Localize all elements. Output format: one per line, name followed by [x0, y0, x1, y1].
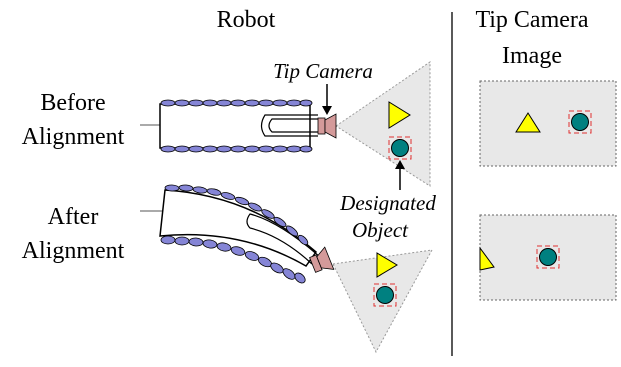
- after-label-line2: Alignment: [22, 238, 125, 264]
- after-fov-target-box: [373, 283, 397, 307]
- after-image-target-box: [536, 245, 560, 269]
- before-inner-fold-2: [268, 118, 318, 133]
- tip-camera-header-line2: Image: [502, 43, 562, 69]
- after-inner-fold: [246, 213, 321, 265]
- designated-label-line1: Designated: [339, 191, 436, 215]
- after-bellows-top: [164, 184, 309, 246]
- before-label-line2: Alignment: [22, 124, 125, 150]
- after-image-circle: [539, 248, 557, 266]
- before-camera-image: [479, 80, 617, 167]
- before-camera-mount: [317, 117, 326, 135]
- before-bellows-bottom: [160, 145, 313, 153]
- after-fov-triangle: [376, 252, 398, 278]
- before-camera-fov: [335, 61, 431, 187]
- tip-camera-annotation: Tip Camera: [273, 59, 373, 83]
- before-image-frame: [479, 80, 617, 167]
- before-image-circle: [571, 113, 589, 131]
- after-bellows-bottom: [160, 235, 306, 284]
- after-robot: [140, 184, 433, 354]
- before-robot: [140, 61, 431, 187]
- before-fov-triangle: [388, 101, 411, 129]
- before-label-line1: Before: [40, 90, 105, 116]
- robot-header: Robot: [217, 7, 276, 33]
- after-camera-image: [479, 214, 617, 301]
- after-fov-circle: [376, 286, 394, 304]
- after-label-line1: After: [48, 204, 99, 230]
- before-bellows-top: [160, 99, 313, 107]
- designated-label-line2: Object: [352, 218, 409, 242]
- before-image-target-box: [568, 110, 592, 134]
- before-image-triangle: [515, 112, 541, 133]
- after-tip-camera: [309, 246, 335, 273]
- before-tip-camera: [324, 113, 337, 139]
- before-fov-target-box: [388, 136, 412, 160]
- before-inner-fold: [260, 114, 318, 137]
- tip-camera-header-line1: Tip Camera: [475, 7, 588, 33]
- tip-camera-arrowhead: [322, 106, 332, 115]
- after-image-triangle: [479, 246, 495, 271]
- designated-arrowhead: [395, 160, 405, 169]
- before-fov-circle: [391, 139, 409, 157]
- before-robot-body: [159, 103, 311, 149]
